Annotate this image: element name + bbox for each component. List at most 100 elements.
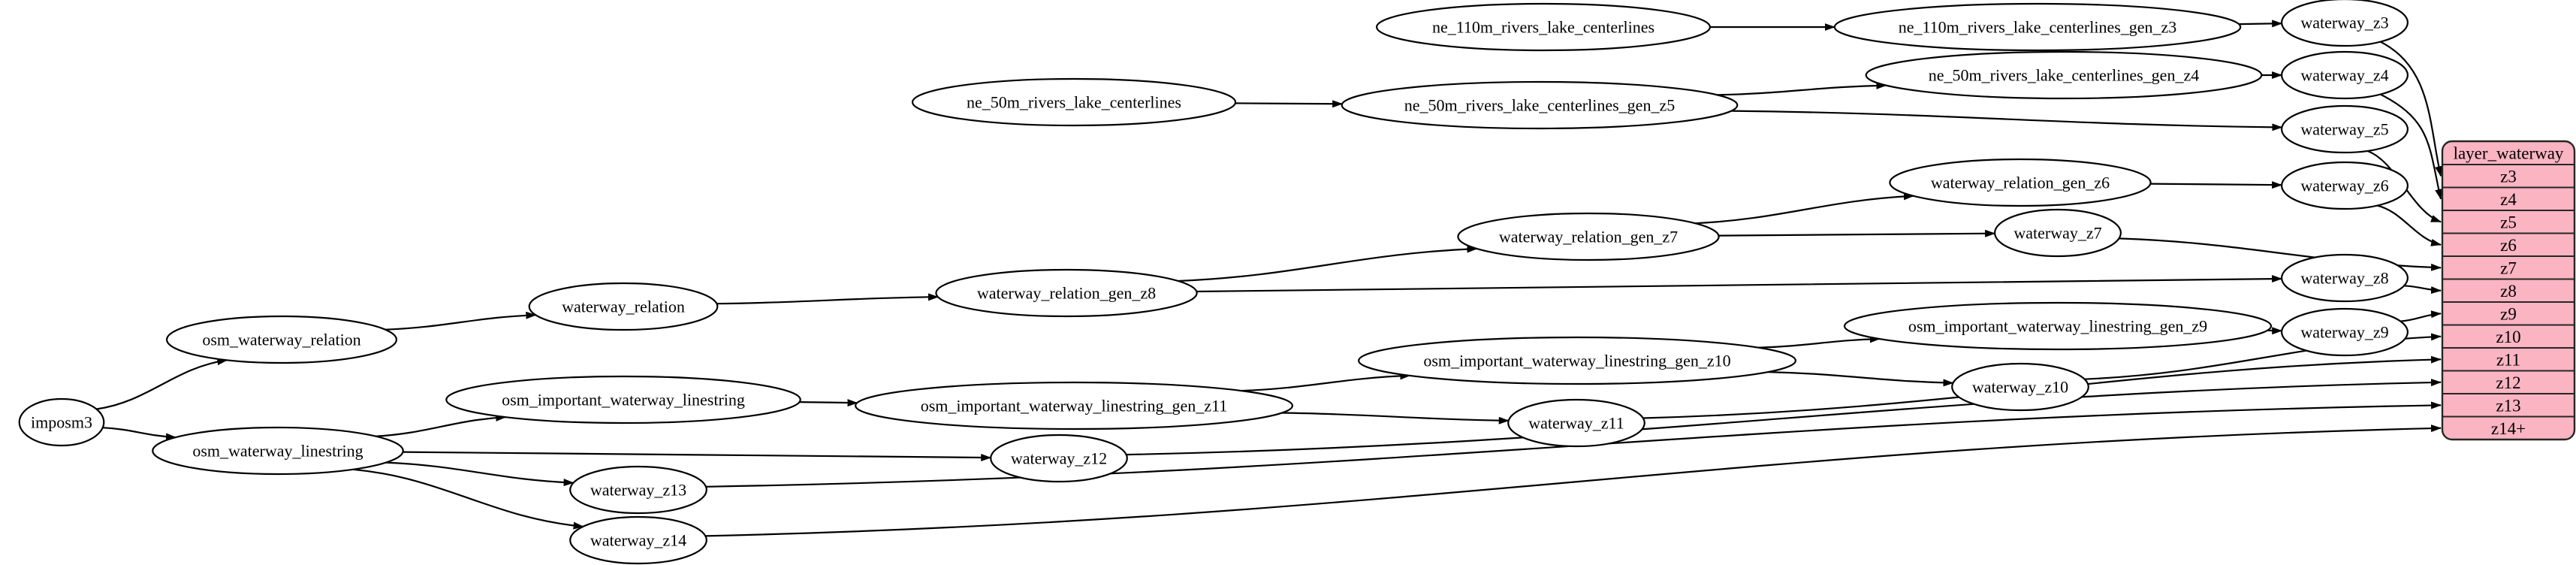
table-row-z10: z10: [2496, 328, 2520, 346]
node-shape-waterway_z13: [569, 465, 707, 515]
node-waterway_relation_gen_z8: waterway_relation_gen_z8: [935, 268, 1198, 318]
edge-osm_important_waterway_linestring-to-osm_important_waterway_linestring_gen_z11: [799, 399, 858, 407]
table-row-z9: z9: [2500, 304, 2517, 323]
node-osm_important_waterway_linestring_gen_z10: osm_important_waterway_linestring_gen_z1…: [1357, 336, 1796, 385]
edge-osm_important_waterway_linestring_gen_z10-to-waterway_z10: [1768, 371, 1954, 387]
edge-osm_important_waterway_linestring_gen_z11-to-waterway_z11: [1281, 412, 1510, 425]
node-label-waterway_z10: waterway_z10: [1972, 378, 2068, 397]
node-osm_important_waterway_linestring: osm_important_waterway_linestring: [445, 375, 801, 425]
node-waterway_z10: waterway_z10: [1951, 362, 2089, 412]
table-row-z4: z4: [2500, 190, 2517, 209]
node-label-waterway_relation_gen_z8: waterway_relation_gen_z8: [977, 284, 1156, 303]
node-label-waterway_z7: waterway_z7: [2013, 224, 2101, 243]
node-label-ne_50m_rivers_lake_centerlines_gen_z5: ne_50m_rivers_lake_centerlines_gen_z5: [1404, 96, 1675, 115]
node-shape-waterway_z8: [2281, 253, 2409, 303]
node-label-ne_110m_rivers_lake_centerlines_gen_z3: ne_110m_rivers_lake_centerlines_gen_z3: [1899, 18, 2177, 37]
table-row-z11: z11: [2496, 350, 2520, 369]
node-shape-osm_important_waterway_linestring_gen_z11: [854, 381, 1293, 431]
node-waterway_z14: waterway_z14: [569, 515, 707, 565]
edge-waterway_z3-to-layer_waterway:z3: [2378, 40, 2442, 177]
table-row-z6: z6: [2500, 236, 2517, 255]
node-shape-waterway_z9: [2281, 307, 2409, 357]
edge-ne_50m_rivers_lake_centerlines_gen_z5-to-ne_50m_rivers_lake_centerlines_gen_z4: [1717, 81, 1887, 96]
node-label-ne_50m_rivers_lake_centerlines_gen_z4: ne_50m_rivers_lake_centerlines_gen_z4: [1929, 66, 2199, 85]
node-shape-waterway_relation_gen_z6: [1889, 158, 2152, 207]
edge-imposm3-to-osm_waterway_linestring: [102, 427, 176, 441]
node-label-waterway_relation_gen_z6: waterway_relation_gen_z6: [1931, 174, 2110, 192]
table-row-z13: z13: [2496, 396, 2520, 415]
node-label-waterway_z14: waterway_z14: [590, 531, 686, 550]
node-osm_important_waterway_linestring_gen_z9: osm_important_waterway_linestring_gen_z9: [1843, 301, 2273, 351]
edge-osm_waterway_linestring-to-waterway_z14: [352, 468, 584, 530]
edge-waterway_z8-to-layer_waterway:z8: [2404, 285, 2442, 295]
node-osm_important_waterway_linestring_gen_z11: osm_important_waterway_linestring_gen_z1…: [854, 381, 1293, 431]
node-waterway_z8: waterway_z8: [2281, 253, 2409, 303]
edge-waterway_relation_gen_z8-to-waterway_relation_gen_z7: [1178, 245, 1478, 282]
node-shape-ne_110m_rivers_lake_centerlines: [1375, 2, 1711, 52]
node-shape-osm_waterway_linestring: [152, 426, 404, 476]
node-shape-osm_important_waterway_linestring: [445, 375, 801, 425]
edge-waterway_relation_gen_z8-to-waterway_z8: [1196, 275, 2283, 293]
node-waterway_z7: waterway_z7: [1994, 208, 2122, 258]
node-shape-waterway_z4: [2281, 50, 2409, 100]
node-waterway_z6: waterway_z6: [2281, 161, 2409, 210]
edge-osm_waterway_relation-to-waterway_relation: [385, 311, 537, 331]
node-label-osm_important_waterway_linestring_gen_z10: osm_important_waterway_linestring_gen_z1…: [1423, 352, 1730, 370]
node-imposm3: imposm3: [18, 397, 105, 447]
edges-layer: [96, 20, 2442, 537]
node-shape-osm_important_waterway_linestring_gen_z9: [1843, 301, 2273, 351]
node-label-waterway_z12: waterway_z12: [1011, 449, 1107, 468]
edge-waterway_z9-to-layer_waterway:z9: [2400, 310, 2442, 322]
node-shape-ne_50m_rivers_lake_centerlines_gen_z5: [1341, 80, 1739, 130]
node-waterway_relation: waterway_relation: [528, 282, 719, 331]
edge-osm_waterway_linestring-to-waterway_z12: [403, 451, 992, 462]
edge-ne_50m_rivers_lake_centerlines-to-ne_50m_rivers_lake_centerlines_gen_z5: [1235, 100, 1344, 108]
edge-waterway_z14-to-layer_waterway:z14+: [705, 425, 2442, 537]
node-label-ne_110m_rivers_lake_centerlines: ne_110m_rivers_lake_centerlines: [1432, 18, 1654, 37]
node-waterway_z3: waterway_z3: [2281, 0, 2409, 47]
table-row-z12: z12: [2496, 373, 2520, 392]
node-waterway_z5: waterway_z5: [2281, 104, 2409, 154]
node-label-waterway_z5: waterway_z5: [2300, 120, 2388, 139]
node-shape-waterway_z12: [990, 434, 1128, 483]
node-shape-ne_50m_rivers_lake_centerlines: [911, 77, 1237, 127]
node-shape-waterway_z10: [1951, 362, 2089, 412]
node-shape-waterway_z11: [1507, 398, 1645, 448]
node-waterway_relation_gen_z7: waterway_relation_gen_z7: [1457, 212, 1720, 261]
table-row-z8: z8: [2500, 282, 2517, 301]
node-label-ne_50m_rivers_lake_centerlines: ne_50m_rivers_lake_centerlines: [967, 93, 1181, 112]
edge-osm_waterway_linestring-to-osm_important_waterway_linestring: [376, 413, 507, 437]
node-label-waterway_z9: waterway_z9: [2300, 323, 2388, 342]
edge-ne_110m_rivers_lake_centerlines_gen_z3-to-waterway_z3: [2238, 20, 2283, 28]
node-waterway_relation_gen_z6: waterway_relation_gen_z6: [1889, 158, 2152, 207]
node-label-waterway_z3: waterway_z3: [2300, 14, 2388, 32]
nodes-layer: imposm3osm_waterway_relationosm_waterway…: [18, 0, 2409, 565]
table-title: layer_waterway: [2454, 144, 2564, 163]
table-row-z5: z5: [2500, 213, 2517, 231]
node-label-osm_important_waterway_linestring: osm_important_waterway_linestring: [502, 391, 745, 409]
node-shape-osm_important_waterway_linestring_gen_z10: [1357, 336, 1796, 385]
node-label-waterway_relation: waterway_relation: [562, 298, 685, 316]
table-row-z14+: z14+: [2491, 419, 2526, 438]
node-shape-waterway_z14: [569, 515, 707, 565]
edge-osm_important_waterway_linestring_gen_z10-to-osm_important_waterway_linestring_gen_z9: [1758, 335, 1881, 349]
edge-waterway_relation_gen_z7-to-waterway_relation_gen_z6: [1695, 192, 1914, 225]
table-background: [2441, 140, 2576, 441]
node-waterway_z12: waterway_z12: [990, 434, 1128, 483]
node-label-waterway_z4: waterway_z4: [2300, 66, 2388, 85]
node-shape-imposm3: [18, 397, 105, 447]
node-ne_110m_rivers_lake_centerlines_gen_z3: ne_110m_rivers_lake_centerlines_gen_z3: [1833, 2, 2242, 52]
node-shape-waterway_relation: [528, 282, 719, 331]
node-shape-waterway_z5: [2281, 104, 2409, 154]
edge-ne_50m_rivers_lake_centerlines_gen_z5-to-waterway_z5: [1731, 110, 2283, 131]
node-label-waterway_z8: waterway_z8: [2300, 269, 2388, 288]
node-label-waterway_z11: waterway_z11: [1528, 414, 1624, 433]
node-waterway_z9: waterway_z9: [2281, 307, 2409, 357]
edge-waterway_relation_gen_z7-to-waterway_z7: [1718, 229, 1996, 237]
edge-osm_waterway_linestring-to-waterway_z13: [385, 461, 575, 487]
node-ne_50m_rivers_lake_centerlines_gen_z5: ne_50m_rivers_lake_centerlines_gen_z5: [1341, 80, 1739, 130]
node-label-osm_waterway_relation: osm_waterway_relation: [202, 331, 360, 349]
node-shape-waterway_relation_gen_z7: [1457, 212, 1720, 261]
